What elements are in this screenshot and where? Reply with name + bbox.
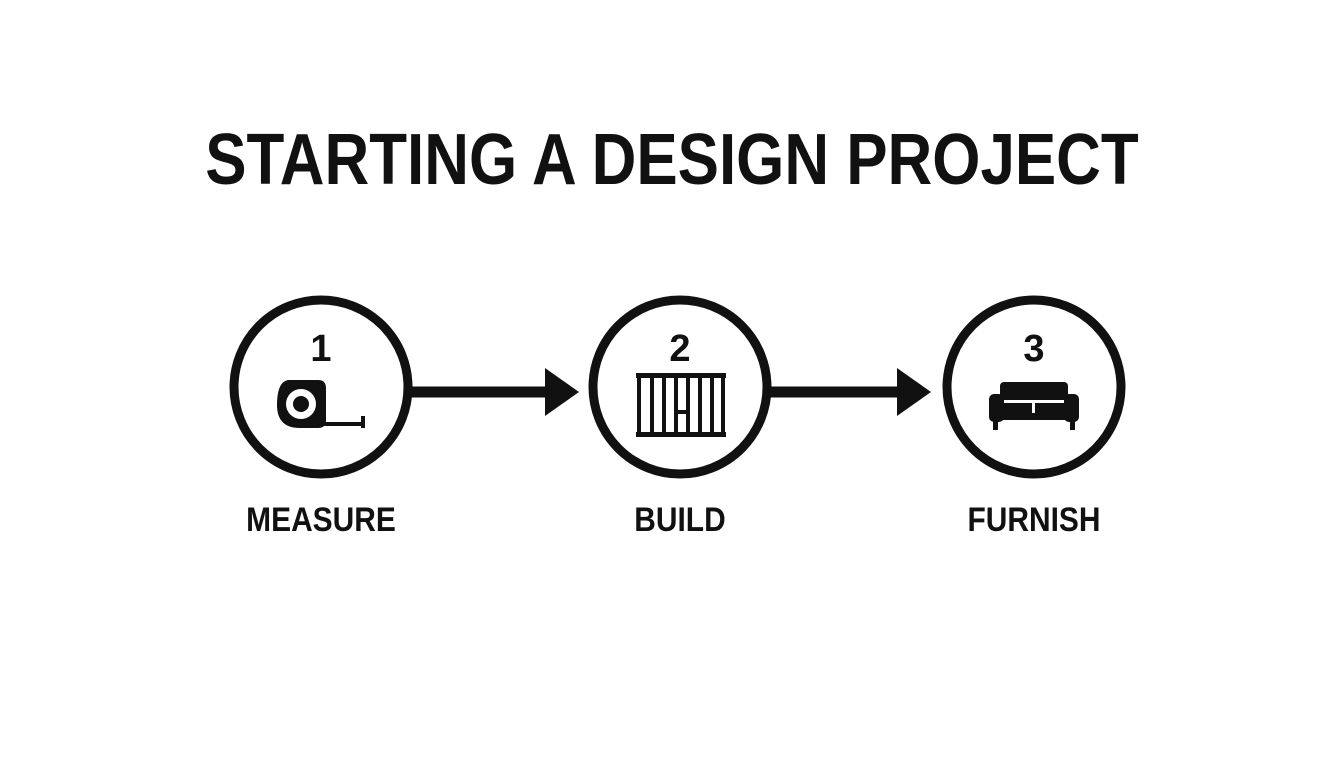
tape-measure-icon — [277, 380, 365, 428]
step-1-label: MEASURE — [246, 501, 396, 539]
step-1: 1 — [229, 295, 413, 479]
sofa-icon — [989, 382, 1079, 430]
step-3-number: 3 — [1023, 328, 1044, 370]
step-1-number: 1 — [310, 328, 331, 370]
step-3-label: FURNISH — [967, 501, 1101, 539]
arrow-2-to-3 — [769, 368, 931, 416]
step-3: 3 — [942, 295, 1126, 479]
step-2-circle — [588, 295, 772, 479]
framing-icon — [636, 373, 726, 437]
arrow-1-to-2 — [410, 368, 579, 416]
step-2: 2 — [588, 295, 772, 479]
diagram-title: STARTING A DESIGN PROJECT — [205, 120, 1139, 200]
step-2-number: 2 — [669, 328, 690, 370]
step-2-label: BUILD — [634, 501, 726, 539]
